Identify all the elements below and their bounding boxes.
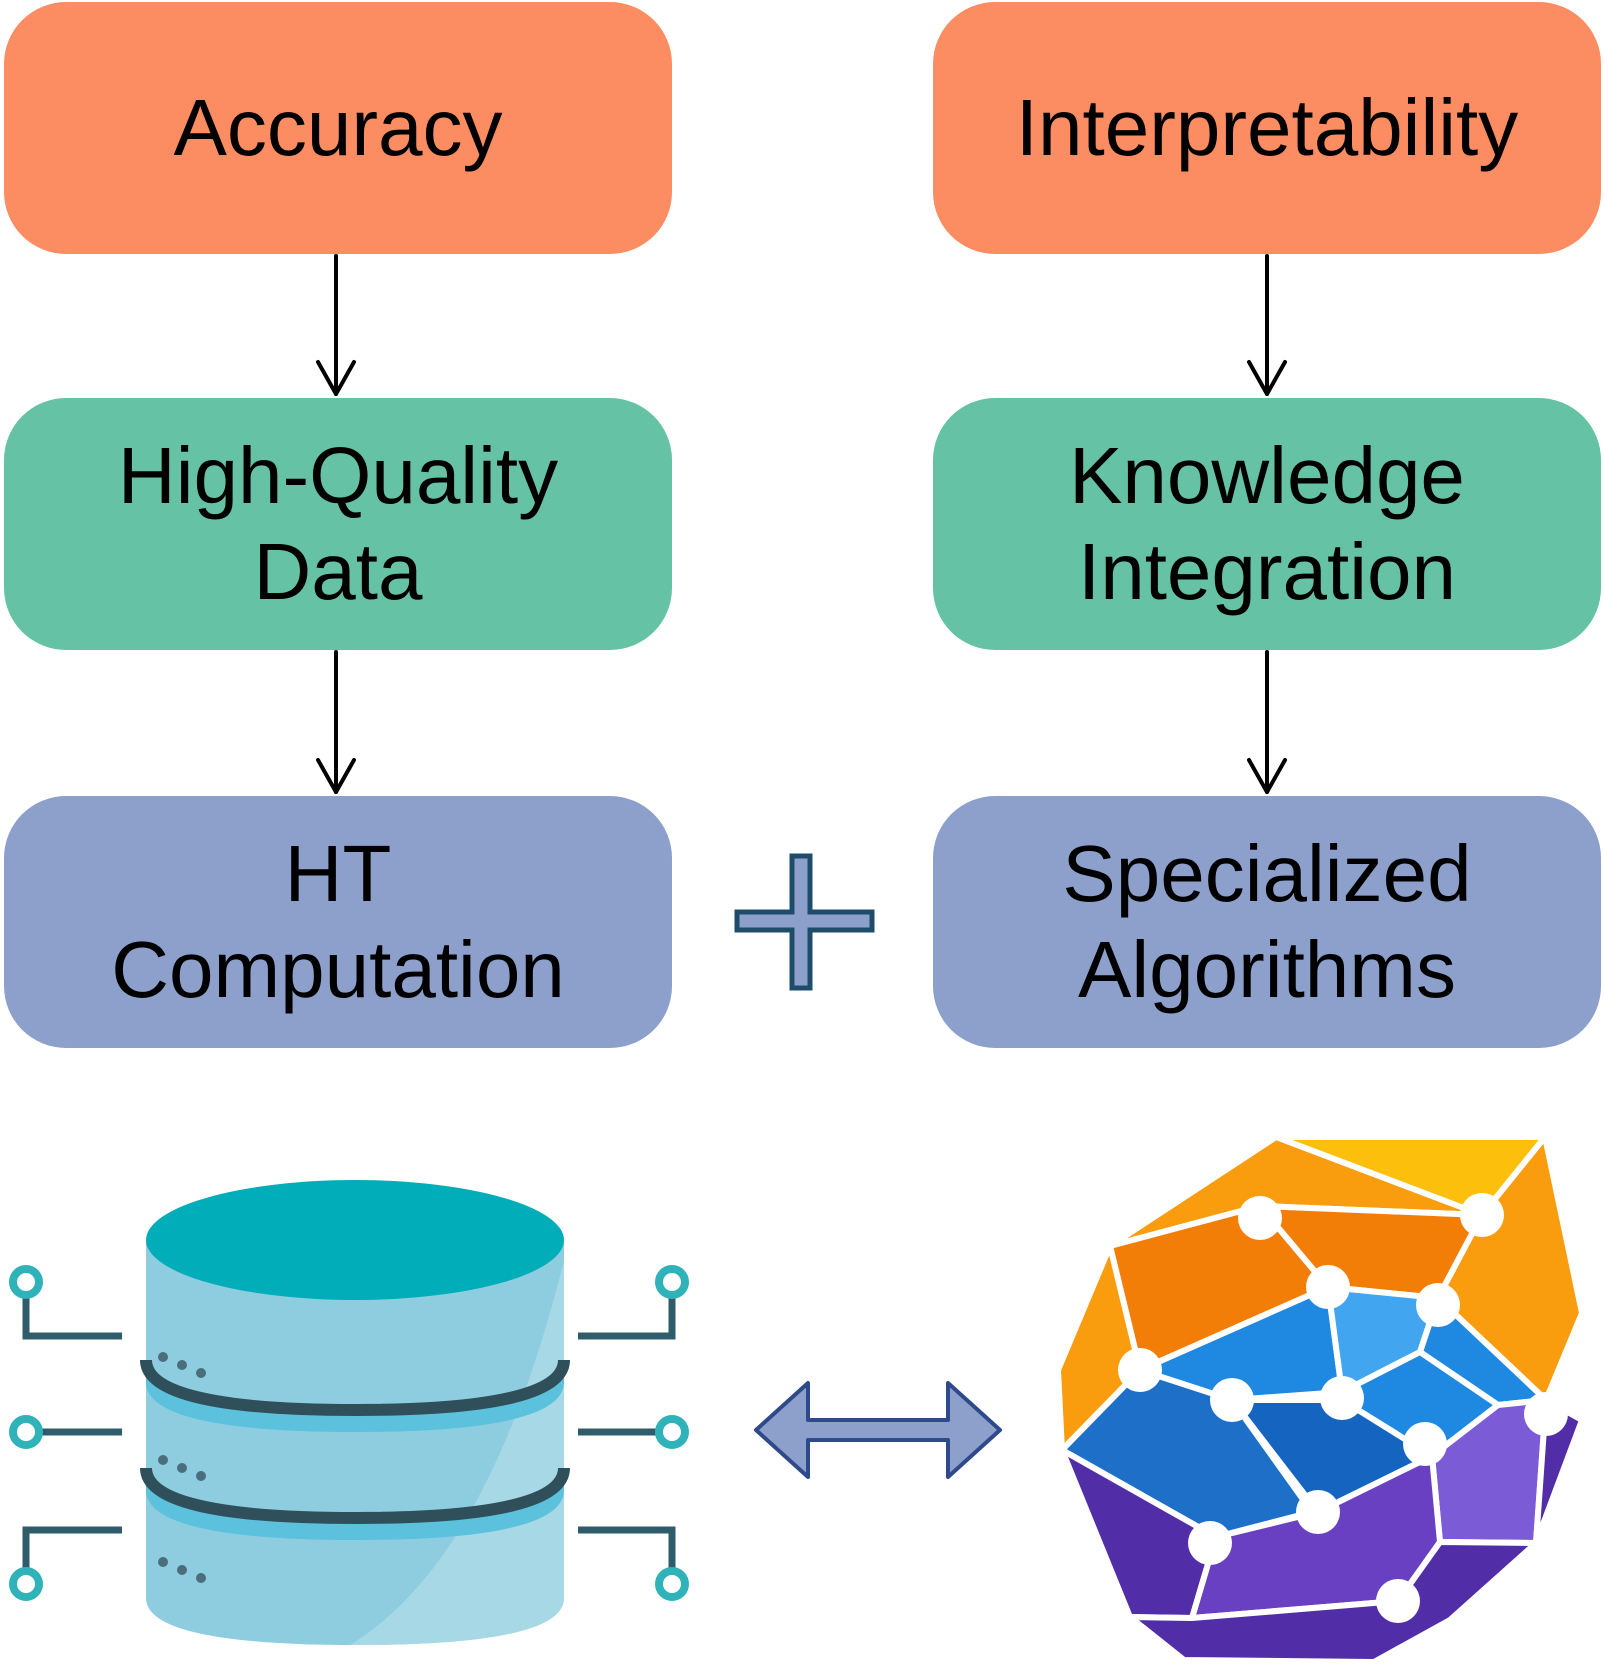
accuracy-box: Accuracy bbox=[4, 2, 672, 254]
accuracy-label: Accuracy bbox=[173, 83, 503, 172]
interpretability-box: Interpretability bbox=[933, 2, 1601, 254]
high-quality-data-label-line1: High-Quality bbox=[117, 431, 559, 520]
knowledge-integration-box: Knowledge Integration bbox=[933, 398, 1601, 650]
specialized-algorithms-label-line2: Algorithms bbox=[1078, 925, 1456, 1014]
specialized-algorithms-label-line1: Specialized bbox=[1062, 829, 1472, 918]
ht-computation-label-line1: HT bbox=[284, 829, 392, 918]
double-arrow-icon bbox=[754, 1381, 1002, 1479]
arrow-interpretability-to-knowledge bbox=[1247, 254, 1287, 396]
knowledge-integration-label-line2: Integration bbox=[1077, 527, 1457, 616]
arrow-knowledge-to-algorithms bbox=[1247, 650, 1287, 794]
arrow-data-to-computation bbox=[316, 650, 356, 794]
ht-computation-box: HT Computation bbox=[4, 796, 672, 1048]
specialized-algorithms-box: Specialized Algorithms bbox=[933, 796, 1601, 1048]
ht-computation-label-line2: Computation bbox=[111, 925, 565, 1014]
high-quality-data-box: High-Quality Data bbox=[4, 398, 672, 650]
knowledge-integration-label-line1: Knowledge bbox=[1069, 431, 1465, 520]
interpretability-label: Interpretability bbox=[1015, 83, 1519, 172]
high-quality-data-label-line2: Data bbox=[253, 527, 423, 616]
plus-icon bbox=[734, 853, 875, 991]
arrow-accuracy-to-data bbox=[316, 254, 356, 396]
database-icon bbox=[9, 1180, 689, 1645]
knowledge-network-icon bbox=[1055, 1134, 1585, 1665]
